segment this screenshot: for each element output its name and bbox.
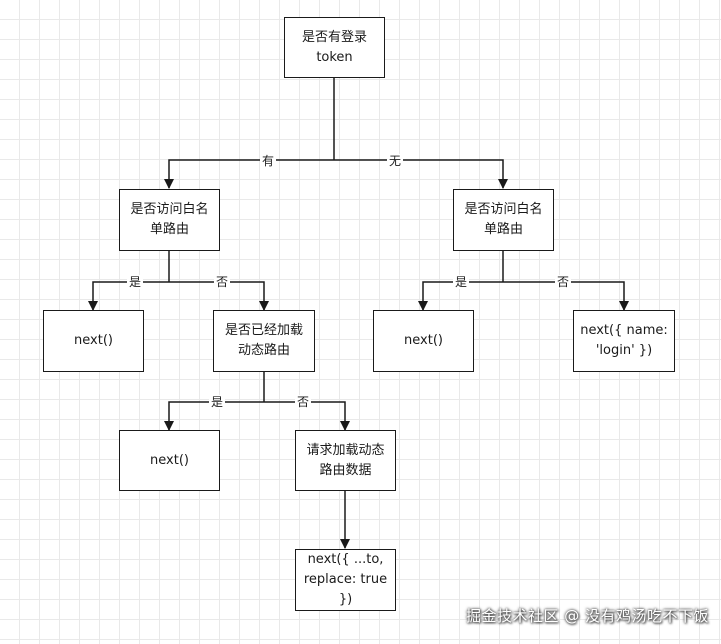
node-next-replace: next({ ...to, replace: true }) [295,549,396,611]
edge-left-whitelist-no [169,281,269,311]
edge-label-loaded-yes: 是 [208,395,226,409]
node-loaded-next: next() [119,430,220,491]
edge-label-left-yes: 是 [126,275,144,289]
watermark: 掘金技术社区 @ 没有鸡汤吃不下饭 [465,607,709,625]
edge-root-to-left-whitelist [164,159,334,189]
edge-right-whitelist-no [503,281,629,311]
edge-loaded-no [264,401,350,431]
edge-label-loaded-no: 否 [294,395,312,409]
node-request-dynamic-routes: 请求加载动态 路由数据 [295,430,396,491]
node-has-login-token: 是否有登录 token [284,17,385,78]
node-left-whitelist-check: 是否访问白名 单路由 [119,189,220,251]
edge-label-right-yes: 是 [452,275,470,289]
edge-loaded-yes [164,401,264,431]
node-right-whitelist-check: 是否访问白名 单路由 [453,189,554,251]
edge-root-to-right-whitelist [334,159,508,189]
edge-label-no-token: 无 [386,154,404,168]
node-left-next: next() [43,310,144,372]
node-right-next: next() [373,310,474,372]
edge-label-has-token: 有 [259,154,277,168]
edge-right-whitelist-yes [418,281,503,311]
node-next-login: next({ name: 'login' }) [573,310,675,372]
edge-label-right-no: 否 [554,275,572,289]
edge-left-whitelist-yes [88,281,169,311]
edge-label-left-no: 否 [213,275,231,289]
node-dynamic-routes-loaded-check: 是否已经加载 动态路由 [213,310,315,372]
